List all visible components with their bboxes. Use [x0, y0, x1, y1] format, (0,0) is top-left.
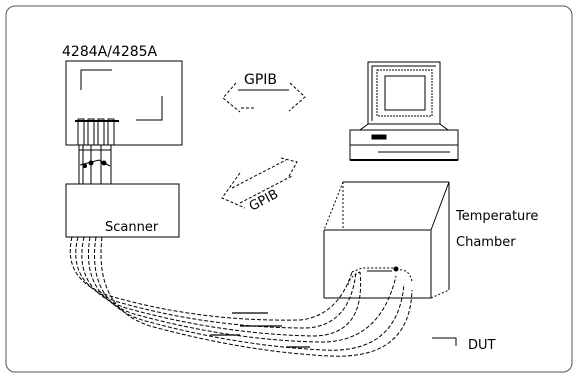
dut-label: DUT — [468, 338, 496, 353]
gpib-top-arrow — [222, 82, 306, 113]
instrument-scanner-cables — [78, 145, 112, 184]
diagram-frame — [5, 5, 573, 373]
temperature-chamber — [323, 181, 450, 299]
lcr-meter — [65, 60, 183, 146]
chamber-label-line2: Chamber — [456, 235, 516, 250]
scanner-label: Scanner — [105, 220, 159, 235]
instrument-label: 4284A/4285A — [62, 44, 158, 60]
front-terminals — [75, 118, 119, 146]
chamber-label-line1: Temperature — [455, 209, 538, 224]
gpib-top-label: GPIB — [244, 72, 277, 88]
computer — [349, 61, 459, 161]
scanner-box — [65, 183, 180, 238]
dut-fixture — [347, 266, 413, 286]
scanner-chamber-cables — [69, 236, 413, 357]
cable-connectors — [210, 312, 310, 348]
gpib-bottom-arrow — [221, 157, 298, 209]
dut-pointer — [432, 337, 457, 346]
